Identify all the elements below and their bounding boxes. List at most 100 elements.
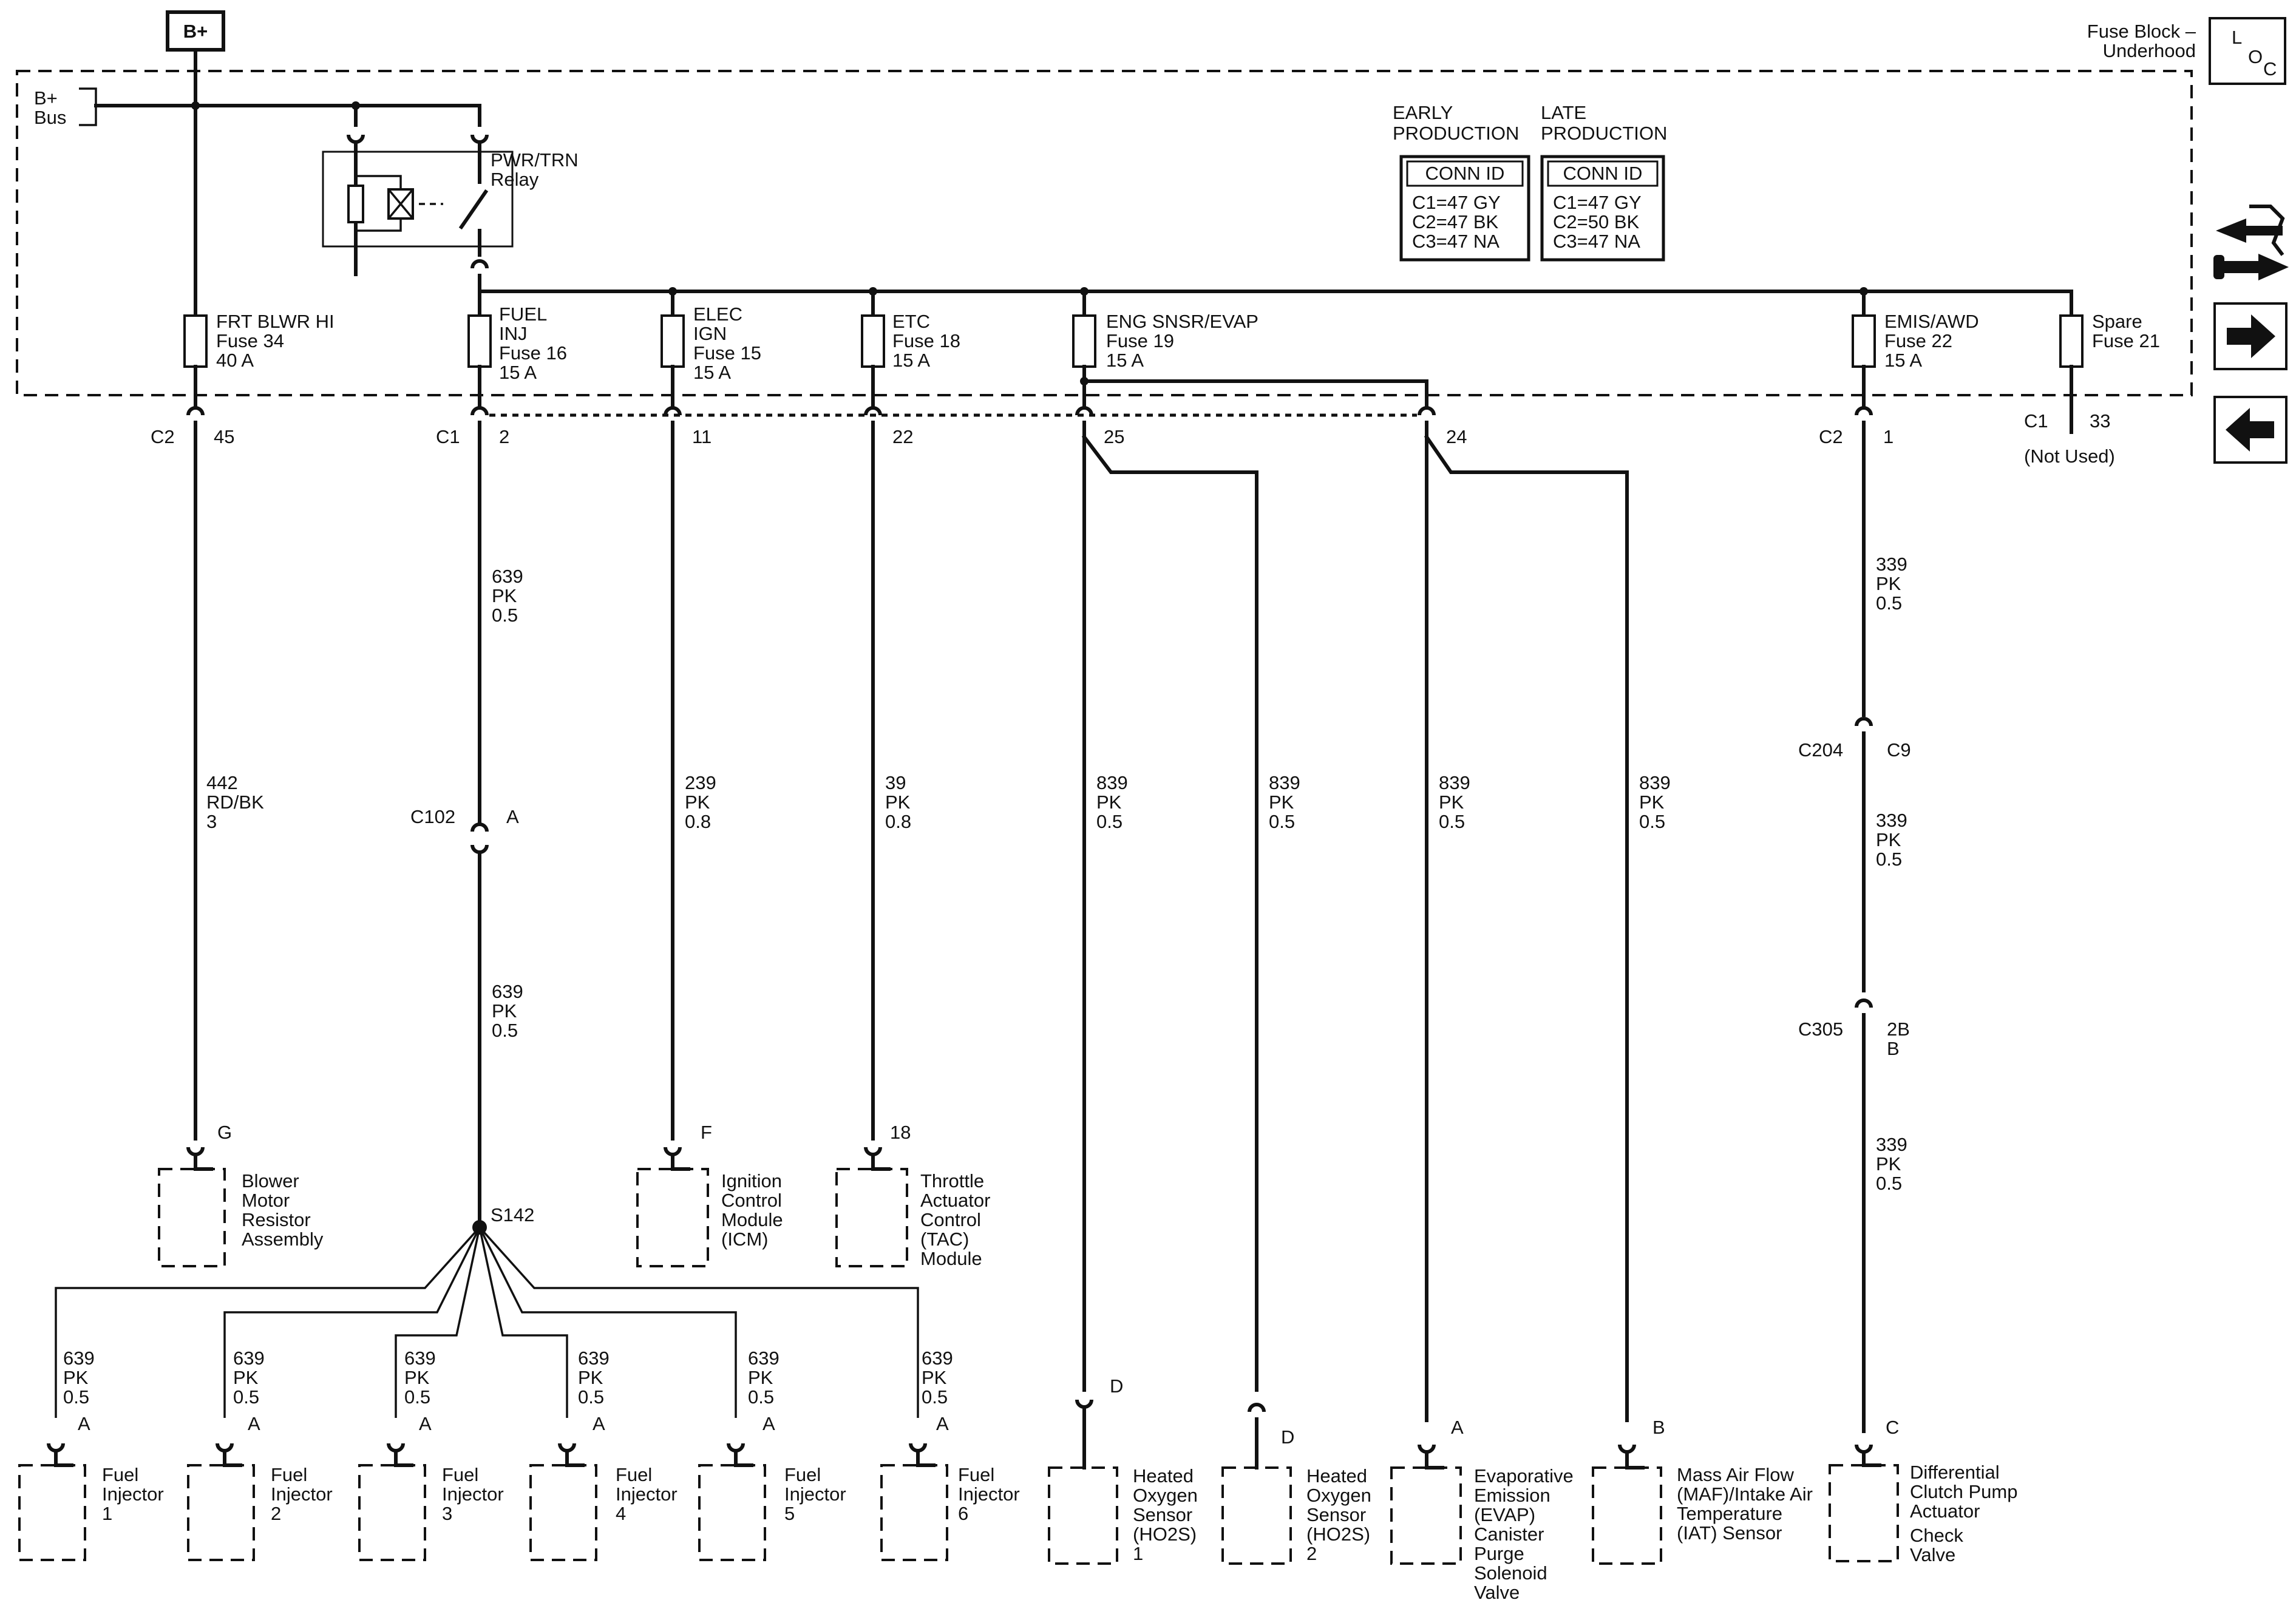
wire-839a-color: PK	[1096, 792, 1122, 813]
fuel-injector-2: 639 PK 0.5 A Fuel Injector 2	[187, 1348, 333, 1561]
fuse-21-label-2: Fuse 21	[2092, 330, 2160, 351]
connector-c102: C102 A	[410, 806, 519, 852]
wire-339b-color: PK	[1876, 829, 1901, 850]
wire-39-number: 39	[885, 772, 906, 793]
arrow-left-icon	[2226, 408, 2274, 452]
fuse-22-label-3: 15 A	[1884, 350, 1922, 371]
loc-button[interactable]: L O C	[2209, 17, 2286, 85]
injector-2-wire-number: 639	[233, 1348, 265, 1369]
pwr-trn-relay: PWR/TRN Relay	[322, 135, 579, 276]
wire-639b-size: 0.5	[492, 1020, 518, 1041]
ho2s2-label-5: 2	[1306, 1543, 1317, 1564]
wire-839b-color: PK	[1269, 792, 1294, 813]
maf-label-3: Temperature	[1677, 1503, 1782, 1524]
evap-label-4: Canister	[1474, 1524, 1544, 1545]
tac-label-5: Module	[920, 1248, 982, 1269]
tac-label-2: Actuator	[920, 1190, 990, 1211]
injector-6-wire-color: PK	[922, 1367, 947, 1388]
blower-label-1: Blower	[242, 1170, 299, 1192]
c204-label: C204	[1798, 739, 1843, 761]
injector-1-label-3: 1	[102, 1503, 112, 1524]
injector-2-label-1: Fuel	[271, 1464, 307, 1485]
fuse-34-label-2: Fuse 34	[216, 330, 284, 351]
bus-label-2: Bus	[34, 107, 66, 128]
wire-839c-number: 839	[1439, 772, 1470, 793]
maf-pin: B	[1652, 1417, 1665, 1438]
differential-clutch-pump-actuator-check-valve: C Differential Clutch Pump Actuator Chec…	[1829, 1417, 2017, 1565]
fuse-15-elec-ign: ELEC IGN Fuse 15 15 A	[661, 303, 761, 383]
conn-id-late-row-3: C3=47 NA	[1553, 231, 1640, 252]
injector-1-wire-number: 639	[63, 1348, 95, 1369]
ho2s1-label-3: Sensor	[1133, 1504, 1192, 1525]
next-page-button[interactable]	[2213, 302, 2288, 370]
conn-id-early-row-2: C2=47 BK	[1412, 211, 1499, 232]
wire-339c-size: 0.5	[1876, 1173, 1902, 1194]
fuel-injector-6: 639 PK 0.5 A Fuel Injector 6	[880, 1348, 1020, 1561]
fuse-15-label-3: Fuse 15	[693, 342, 761, 364]
connector-c305: C305 2B B	[1798, 1000, 1910, 1059]
maf-label-1: Mass Air Flow	[1677, 1464, 1795, 1485]
injector-3-label-3: 3	[442, 1503, 452, 1524]
c305-pin-label-1: 2B	[1887, 1019, 1910, 1040]
fuse-block-label-2: Underhood	[2103, 40, 2196, 61]
injector-5-label-3: 5	[784, 1503, 795, 1524]
wire-442-color: RD/BK	[206, 792, 264, 813]
ho2s1-label-2: Oxygen	[1133, 1485, 1198, 1506]
battery-b-plus-box: B+	[166, 10, 225, 52]
fuse-18-label-1: ETC	[892, 311, 930, 332]
diff-pin: C	[1886, 1417, 1899, 1438]
injector-6-label-1: Fuel	[958, 1464, 994, 1485]
previous-page-button[interactable]	[2213, 396, 2288, 464]
wire-839a-number: 839	[1096, 772, 1128, 793]
wire-239-color: PK	[685, 792, 710, 813]
fuel-injector-4: 639 PK 0.5 A Fuel Injector 4	[529, 1348, 678, 1561]
injector-1-wire-color: PK	[63, 1367, 89, 1388]
blower-motor-resistor-assembly: Blower Motor Resistor Assembly	[158, 1153, 324, 1267]
pin-11-label: 11	[692, 426, 712, 447]
injector-2-pin: A	[248, 1413, 260, 1434]
fuse-15-label-2: IGN	[693, 323, 727, 344]
conn-id-early-heading-1: EARLY	[1393, 102, 1453, 123]
wire-339c-number: 339	[1876, 1134, 1907, 1155]
diff-label-1: Differential	[1910, 1462, 2000, 1483]
conn-id-table-late: LATE PRODUCTION CONN ID C1=47 GY C2=50 B…	[1540, 102, 1667, 262]
ho2s2-label-2: Oxygen	[1306, 1485, 1371, 1506]
wire-239-size: 0.8	[685, 811, 711, 832]
tac-label-1: Throttle	[920, 1170, 984, 1192]
injector-3-wire-size: 0.5	[404, 1386, 430, 1408]
bus-label-1: B+	[34, 87, 58, 109]
pin-45-label: 45	[214, 426, 234, 447]
arrow-right-icon	[2227, 314, 2275, 358]
injector-5-wire-color: PK	[748, 1367, 773, 1388]
conn-id-late-heading-1: LATE	[1541, 102, 1586, 123]
conn-id-early-heading-2: PRODUCTION	[1393, 123, 1519, 144]
connector-tool-button[interactable]	[2213, 205, 2296, 280]
fuse-18-label-3: 15 A	[892, 350, 930, 371]
conn-id-late-row-2: C2=50 BK	[1553, 211, 1640, 232]
pin-2-label: 2	[499, 426, 509, 447]
ignition-control-module: Ignition Control Module (ICM)	[636, 1153, 783, 1267]
splice-fanout	[55, 1226, 919, 1418]
injector-1-label-1: Fuel	[102, 1464, 138, 1485]
fuse-18-label-2: Fuse 18	[892, 330, 960, 351]
fuse-34-label-3: 40 A	[216, 350, 254, 371]
fuse-15-label-1: ELEC	[693, 303, 742, 325]
heated-oxygen-sensor-1: D Heated Oxygen Sensor (HO2S) 1	[1048, 1375, 1198, 1565]
diff-label-3: Actuator	[1910, 1500, 1980, 1522]
evap-label-7: Valve	[1474, 1582, 1520, 1603]
pin-c1-label: C1	[436, 426, 460, 447]
blower-label-3: Resistor	[242, 1209, 311, 1230]
c305-label: C305	[1798, 1019, 1843, 1040]
wire-639b-number: 639	[492, 981, 523, 1002]
fuel-injector-3: 639 PK 0.5 A Fuel Injector 3	[358, 1348, 504, 1561]
connector-c204: C204 C9	[1798, 706, 1911, 761]
injector-5-wire-size: 0.5	[748, 1386, 774, 1408]
ho2s2-pin: D	[1281, 1426, 1294, 1448]
ho2s2-label-1: Heated	[1306, 1465, 1367, 1486]
injector-6-wire-size: 0.5	[922, 1386, 948, 1408]
injector-1-label-2: Injector	[102, 1483, 164, 1505]
relay-label-1: PWR/TRN	[491, 149, 579, 171]
wire-39-size: 0.8	[885, 811, 911, 832]
injector-4-label-2: Injector	[616, 1483, 678, 1505]
injector-2-wire-size: 0.5	[233, 1386, 259, 1408]
